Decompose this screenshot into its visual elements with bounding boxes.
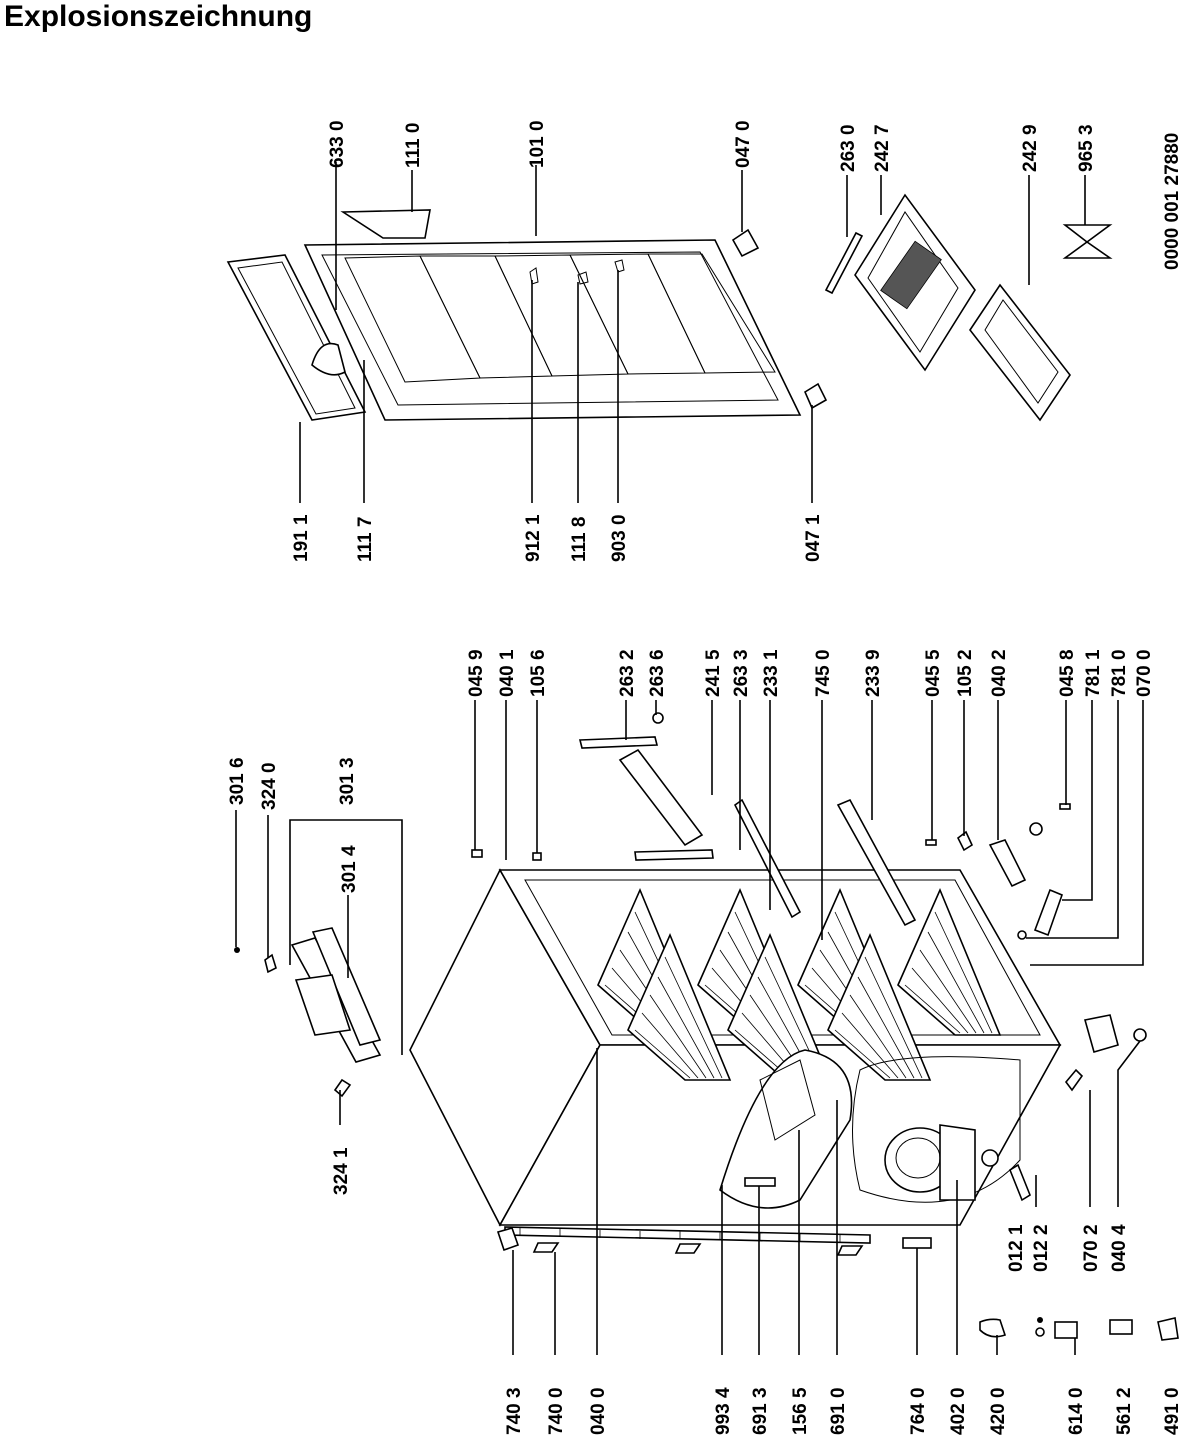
evaporator-tray-part [719,1049,853,1209]
part-label-233-1: 233 1 [761,649,782,697]
door-hinge-part [340,209,431,239]
part-label-691-0: 691 0 [828,1387,849,1435]
drawer-small-part [969,283,1071,422]
part-label-740-0: 740 0 [546,1387,567,1435]
door-part [303,239,802,421]
part-label-420-0: 420 0 [988,1387,1009,1435]
drawer-large-part [854,193,976,372]
part-label-614-0: 614 0 [1066,1387,1087,1435]
part-label-047-1: 047 1 [803,514,824,562]
leader-lines [235,162,1144,1355]
part-label-111-0: 111 0 [403,123,424,168]
bracket-plate-part [1033,888,1064,937]
part-label-045-5: 045 5 [923,649,944,697]
drawer-rail-part [824,231,864,295]
part-label-012-1: 012 1 [1006,1224,1027,1272]
part-label-764-0: 764 0 [908,1387,929,1435]
adjustable-foot-part [1062,224,1113,259]
part-label-301-6: 301 6 [227,757,248,805]
top-cover-part [234,927,382,1098]
part-label-242-7: 242 7 [872,124,893,172]
part-label-040-1: 040 1 [497,649,518,697]
part-label-301-3: 301 3 [337,757,358,805]
part-label-012-2: 012 2 [1031,1224,1052,1272]
part-label-263-2: 263 2 [617,649,638,697]
part-label-633-0: 633 0 [327,120,348,168]
part-label-111-8: 111 8 [569,517,590,562]
part-label-101-0: 101 0 [527,120,548,168]
page-title: Explosionszeichnung [4,0,313,33]
part-label-903-0: 903 0 [609,514,630,562]
lamp-cover-part [1064,1068,1084,1092]
hinge-bracket-bottom-part [803,382,828,410]
hinge-block-part [988,839,1027,888]
part-label-263-6: 263 6 [647,649,668,697]
part-label-040-0: 040 0 [588,1387,609,1435]
compressor-part [884,1124,999,1201]
part-label-045-8: 045 8 [1057,649,1078,697]
part-label-745-0: 745 0 [813,649,834,697]
part-labels: 633 0 111 0 101 0 047 0 263 0 242 7 242 … [227,120,1183,1435]
part-label-111-7: 111 7 [355,517,376,562]
part-label-740-3: 740 3 [504,1387,525,1435]
part-label-045-9: 045 9 [466,649,487,697]
door-handle-bar-part [226,254,367,421]
guide-rail-part [733,798,917,927]
part-label-040-4: 040 4 [1109,1224,1130,1272]
part-label-242-9: 242 9 [1020,124,1041,172]
drawing-number: 0000 001 27880 [1162,133,1183,270]
part-label-040-2: 040 2 [989,649,1010,697]
part-label-263-3: 263 3 [731,649,752,697]
shelf-grids-part [597,887,1001,1081]
part-label-070-0: 070 0 [1134,649,1155,697]
part-label-156-5: 156 5 [790,1387,811,1435]
part-label-561-2: 561 2 [1114,1387,1135,1435]
shelf-cover-part [578,712,714,861]
part-label-993-4: 993 4 [713,1387,734,1435]
part-label-781-0: 781 0 [1109,649,1130,697]
part-label-191-1: 191 1 [291,514,312,562]
filter-dryer-part [902,1163,1031,1249]
part-label-781-1: 781 1 [1083,649,1104,697]
electrical-parts [979,1317,1179,1341]
part-label-241-5: 241 5 [703,649,724,697]
part-label-402-0: 402 0 [948,1387,969,1435]
part-label-324-1: 324 1 [331,1147,352,1195]
part-label-105-2: 105 2 [955,649,976,697]
part-label-301-4: 301 4 [339,845,360,893]
part-label-491-0: 491 0 [1162,1387,1183,1435]
part-label-105-6: 105 6 [528,649,549,697]
part-label-070-2: 070 2 [1081,1224,1102,1272]
part-label-324-0: 324 0 [259,762,280,810]
part-label-691-3: 691 3 [750,1387,771,1435]
part-label-233-9: 233 9 [863,649,884,697]
handle-grip-part [311,342,346,376]
hinge-bracket-top-part [731,228,760,258]
part-label-047-0: 047 0 [733,120,754,168]
condenser-part [496,1226,871,1256]
part-label-912-1: 912 1 [523,514,544,562]
part-label-965-3: 965 3 [1076,124,1097,172]
part-label-263-0: 263 0 [838,124,859,172]
thermostat-part [1083,1014,1147,1053]
